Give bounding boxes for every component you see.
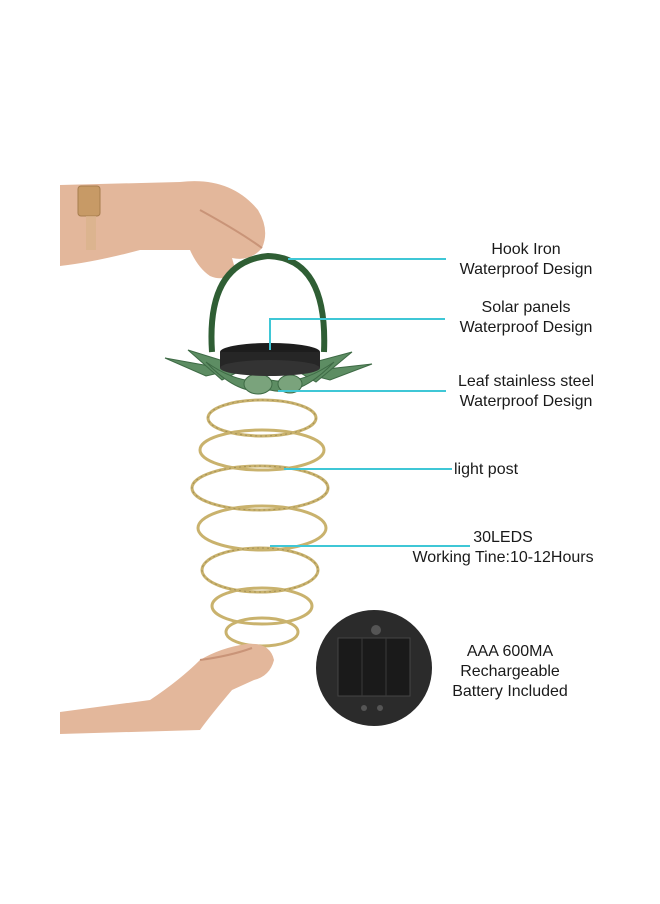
callout-leaf: Leaf stainless steel Waterproof Design bbox=[446, 372, 606, 412]
leds-leader bbox=[270, 545, 470, 547]
callout-hook-line1: Hook Iron bbox=[491, 241, 561, 258]
hook-leader bbox=[288, 258, 446, 260]
callout-solar: Solar panels Waterproof Design bbox=[446, 298, 606, 338]
top-hand bbox=[60, 181, 266, 279]
callout-hook: Hook Iron Waterproof Design bbox=[446, 240, 606, 280]
solar-leader-v bbox=[269, 318, 271, 350]
callout-post: light post bbox=[454, 460, 534, 480]
hook-handle bbox=[208, 252, 328, 353]
solar-cap bbox=[220, 343, 320, 376]
leaf-leader bbox=[278, 390, 446, 392]
spiral-light-post bbox=[190, 398, 330, 648]
post-leader bbox=[284, 468, 452, 470]
callout-leaf-line1: Leaf stainless steel bbox=[457, 373, 595, 390]
callout-leds-line2: Working Tine:10-12Hours bbox=[412, 549, 594, 566]
leaf-crown bbox=[164, 349, 373, 395]
callout-battery-line2: Rechargeable bbox=[460, 663, 560, 680]
solar-leader bbox=[269, 318, 445, 320]
callout-post-line1: light post bbox=[454, 461, 519, 478]
callout-battery-line1: AAA 600MA bbox=[466, 643, 554, 660]
callout-leds-line1: 30LEDS bbox=[473, 529, 533, 546]
callout-leaf-line2: Waterproof Design bbox=[459, 393, 593, 410]
battery-panel bbox=[316, 610, 432, 726]
callout-battery-line3: Battery Included bbox=[452, 683, 568, 700]
callout-hook-line2: Waterproof Design bbox=[459, 261, 593, 278]
callout-solar-line2: Waterproof Design bbox=[459, 319, 593, 336]
callout-solar-line1: Solar panels bbox=[481, 299, 571, 316]
callout-battery: AAA 600MA Rechargeable Battery Included bbox=[440, 642, 580, 702]
callout-leds: 30LEDS Working Tine:10-12Hours bbox=[398, 528, 608, 568]
bottom-hand bbox=[60, 643, 274, 734]
